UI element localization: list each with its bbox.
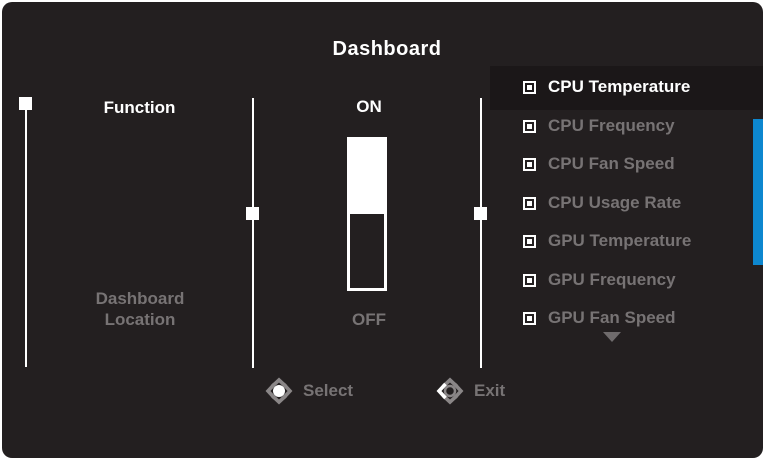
checkbox-icon <box>523 273 536 287</box>
hint-exit[interactable]: Exit <box>435 376 505 406</box>
checkbox-check-mark <box>527 277 532 283</box>
option-label: CPU Usage Rate <box>548 193 682 212</box>
scrollbar[interactable] <box>753 119 763 265</box>
slider-track-middle <box>252 98 254 368</box>
checkbox-check-mark <box>527 84 532 90</box>
option-label: CPU Temperature <box>548 77 691 96</box>
option-label: GPU Fan Speed <box>548 308 676 327</box>
hint-exit-label: Exit <box>474 381 506 400</box>
option-cpu-usage-rate[interactable]: CPU Usage Rate <box>523 190 681 216</box>
joystick-press-icon <box>265 377 293 405</box>
option-gpu-frequency[interactable]: GPU Frequency <box>523 267 676 293</box>
option-cpu-frequency[interactable]: CPU Frequency <box>523 113 675 139</box>
checkbox-check-mark <box>527 161 532 167</box>
slider-track-right <box>480 98 482 368</box>
page-title: Dashboard <box>332 38 442 60</box>
checkbox-check-mark <box>527 315 532 321</box>
option-gpu-temperature[interactable]: GPU Temperature <box>523 228 691 254</box>
slider-handle-middle[interactable] <box>246 207 259 220</box>
option-label: CPU Fan Speed <box>548 154 675 173</box>
checkbox-icon <box>523 157 536 171</box>
checkbox-icon <box>523 196 536 210</box>
menu-item-function[interactable]: Function <box>103 98 176 117</box>
checkbox-icon <box>523 311 536 325</box>
option-label: CPU Frequency <box>548 116 675 135</box>
joystick-left-icon <box>436 377 464 405</box>
option-label: GPU Frequency <box>548 270 676 289</box>
more-items-down-triangle-icon[interactable] <box>603 332 621 342</box>
menu-item-dashboard-location[interactable]: Dashboard Location <box>95 289 185 330</box>
option-cpu-fan-speed[interactable]: CPU Fan Speed <box>523 151 675 177</box>
checkbox-icon <box>523 80 536 94</box>
checkbox-check-mark <box>527 123 532 129</box>
slider-track-left <box>25 110 27 367</box>
hint-select-label: Select <box>303 381 354 400</box>
osd-panel: Dashboard Function Dashboard Location ON… <box>2 2 763 458</box>
option-cpu-temperature[interactable]: CPU Temperature <box>523 74 690 100</box>
slider-handle-left[interactable] <box>19 97 32 110</box>
option-label: GPU Temperature <box>548 231 692 250</box>
hint-select[interactable]: Select <box>264 376 353 406</box>
checkbox-icon <box>523 234 536 248</box>
toggle-on-label: ON <box>356 97 382 116</box>
checkbox-icon <box>523 119 536 133</box>
toggle-fill-indicator <box>350 140 384 214</box>
function-toggle[interactable] <box>347 137 387 291</box>
slider-handle-right[interactable] <box>474 207 487 220</box>
checkbox-check-mark <box>527 200 532 206</box>
checkbox-check-mark <box>527 238 532 244</box>
option-gpu-fan-speed[interactable]: GPU Fan Speed <box>523 305 676 331</box>
toggle-off-label: OFF <box>352 310 386 329</box>
